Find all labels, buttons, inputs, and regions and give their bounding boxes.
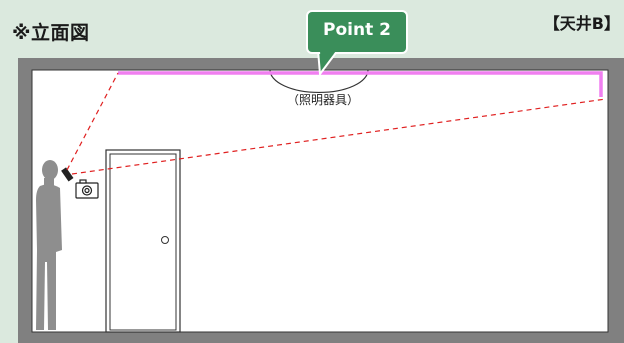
led-strip: [118, 71, 603, 97]
drawing-title: ※立面図: [12, 22, 90, 44]
callout-label: Point 2: [323, 20, 391, 40]
camera-icon: [75, 179, 99, 199]
lamp-fixture: [269, 69, 369, 94]
ceiling-type-tag: 【天井B】: [543, 14, 620, 33]
sightline-to-strip-start: [66, 72, 119, 171]
door-knob: [161, 236, 169, 244]
lamp-label: （照明器具）: [286, 93, 359, 107]
door-frame: [105, 149, 181, 333]
phone-icon: [61, 167, 74, 182]
person-silhouette: [36, 160, 62, 330]
door-leaf: [109, 153, 177, 331]
callout-badge: [306, 10, 408, 54]
